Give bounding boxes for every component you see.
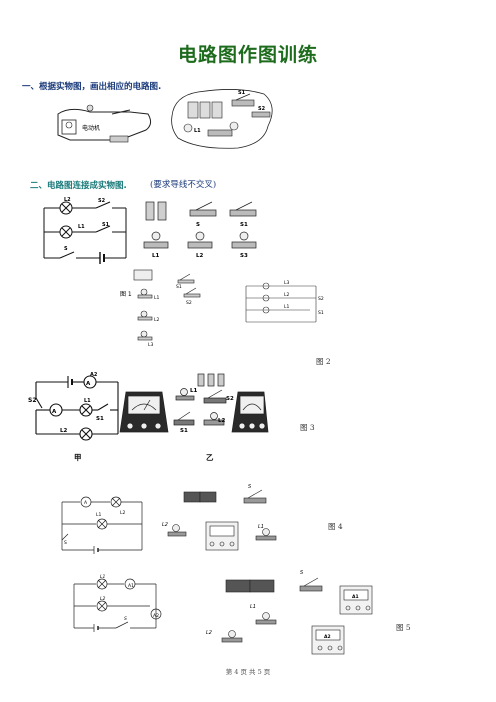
svg-text:L3: L3 <box>284 280 290 286</box>
fig1-circuit-diagram: L2 S2 L1 S1 S <box>43 197 127 264</box>
svg-text:S3: S3 <box>240 253 248 259</box>
svg-text:S2: S2 <box>28 397 37 404</box>
yi-label: 乙 <box>206 453 214 462</box>
svg-text:L2: L2 <box>196 253 204 259</box>
svg-text:S2: S2 <box>186 300 192 306</box>
section-2-heading: 二、电路图连接成实物图. <box>30 181 127 191</box>
svg-text:S1: S1 <box>318 310 324 316</box>
svg-text:L1: L1 <box>284 304 290 310</box>
svg-text:A2: A2 <box>324 634 331 640</box>
fig5-physical-parts: S A1 L1 L2 A2 <box>206 570 373 655</box>
svg-text:A: A <box>84 500 88 506</box>
fig2-circuit-diagram: L3 L2 L1 S2 S1 <box>245 280 324 323</box>
svg-text:S2: S2 <box>318 296 324 302</box>
svg-text:S1: S1 <box>96 416 104 422</box>
fig4-label: 图 4 <box>328 522 343 531</box>
svg-text:S1: S1 <box>176 284 182 290</box>
svg-text:L2: L2 <box>60 428 68 434</box>
fig2-parts-left: 图 1 S1 S2 L1 L2 L3 <box>120 269 201 348</box>
svg-text:S: S <box>64 540 67 546</box>
svg-text:A: A <box>86 381 91 387</box>
svg-text:L2: L2 <box>64 197 71 203</box>
svg-text:L1: L1 <box>96 512 102 518</box>
s2-label: S2 <box>258 106 266 112</box>
jia-label: 甲 <box>74 453 82 462</box>
svg-text:S: S <box>248 484 252 490</box>
s1-label: S1 <box>238 90 246 96</box>
fig3-jia-circuit-diagram: A A2 A S2 L1 S1 L2 <box>28 372 119 441</box>
fig1-physical-parts: S S1 L1 L2 S3 <box>143 201 257 259</box>
svg-text:L1: L1 <box>154 295 160 301</box>
svg-text:A: A <box>52 409 57 415</box>
svg-text:S2: S2 <box>98 198 106 204</box>
svg-text:L2: L2 <box>206 630 212 636</box>
section-2-note: (要求导线不交叉) <box>150 180 217 190</box>
svg-text:L1: L1 <box>100 574 106 580</box>
section-1-heading: 一、根据实物图，画出相应的电路图. <box>22 82 162 92</box>
page-footer: 第 4 页 共 5 页 <box>225 668 271 676</box>
svg-text:A2: A2 <box>153 613 159 619</box>
svg-text:S1: S1 <box>240 222 248 228</box>
svg-text:L2: L2 <box>100 596 106 602</box>
page-title: 电路图作图训练 <box>177 44 318 66</box>
svg-text:L2: L2 <box>154 317 160 323</box>
svg-text:L1: L1 <box>250 604 256 610</box>
svg-text:S1: S1 <box>180 428 188 434</box>
svg-text:S: S <box>124 616 127 622</box>
svg-text:L1: L1 <box>152 253 160 259</box>
svg-text:S2: S2 <box>226 396 234 402</box>
section1-left-drawing: 电动机 <box>57 104 152 143</box>
svg-text:L3: L3 <box>148 342 154 348</box>
fig2-label: 图 2 <box>316 357 331 366</box>
svg-text:L1: L1 <box>258 524 264 530</box>
fig3-yi-physical-parts: L1 S2 S1 L2 <box>119 373 269 434</box>
svg-text:A1: A1 <box>128 583 134 589</box>
svg-text:L1: L1 <box>84 398 91 404</box>
fig3-label: 图 3 <box>300 423 315 432</box>
svg-text:S: S <box>196 222 200 228</box>
section1-right-drawing: S1 S2 L1 L2 <box>171 89 273 149</box>
svg-text:L2: L2 <box>120 510 126 516</box>
svg-text:L1: L1 <box>190 388 198 394</box>
svg-text:L1: L1 <box>194 128 201 134</box>
fig5-circuit-diagram: L1 A1 L2 A2 S <box>73 574 162 632</box>
fig4-circuit-diagram: A L1 L2 S <box>61 496 143 554</box>
svg-text:S: S <box>300 570 304 576</box>
fig5-label: 图 5 <box>396 623 411 632</box>
fig4-physical-parts: S L2 L1 <box>162 484 277 551</box>
svg-text:S: S <box>64 246 68 252</box>
svg-text:S1: S1 <box>102 222 110 228</box>
motor-label: 电动机 <box>82 124 100 132</box>
svg-text:A1: A1 <box>352 594 359 600</box>
svg-text:A2: A2 <box>90 372 98 378</box>
svg-text:L1: L1 <box>78 224 85 230</box>
svg-text:图 1: 图 1 <box>120 291 132 298</box>
svg-text:L2: L2 <box>162 522 168 528</box>
svg-text:L2: L2 <box>218 418 226 424</box>
svg-text:L2: L2 <box>284 292 290 298</box>
